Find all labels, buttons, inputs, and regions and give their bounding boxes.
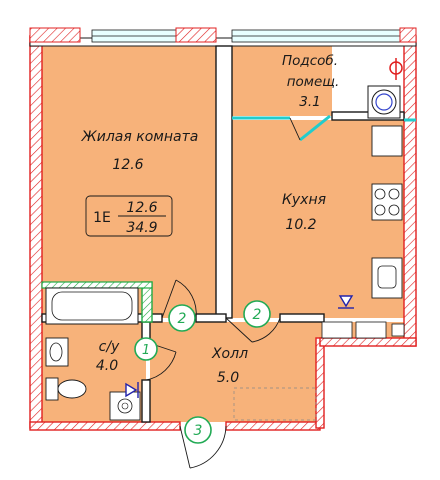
washing-machine <box>109 391 141 421</box>
kitchen-area-label: 10.2 <box>285 217 316 233</box>
apartment-type-code: 1E <box>93 210 111 226</box>
apartment-area-box: 1E 12.6 34.9 <box>85 195 173 237</box>
sink <box>45 337 69 367</box>
storage-name-line2: помещ. <box>287 74 340 90</box>
kitchen-fixtures <box>371 125 403 299</box>
door-marker-entrance: 3 <box>184 416 212 444</box>
door-marker-living: 2 <box>168 304 196 332</box>
living-room-area-label: 12.6 <box>112 157 143 173</box>
door-marker-kitchen: 2 <box>243 300 271 328</box>
apartment-total-area: 34.9 <box>126 220 157 236</box>
kitchen-name: Кухня <box>282 192 326 208</box>
storage-area-label: 3.1 <box>299 94 320 110</box>
hall-area <box>150 322 320 422</box>
bathroom-name: с/у <box>99 339 120 355</box>
door-marker-bath: 1 <box>134 337 158 361</box>
bathtub <box>45 287 139 325</box>
valve-icon-2 <box>125 382 139 398</box>
hall-name: Холл <box>211 346 248 362</box>
toilet <box>45 377 87 401</box>
top-wall <box>29 27 417 47</box>
living-room-name: Жилая комната <box>81 129 199 145</box>
door-marker-bath-label: 1 <box>142 343 150 358</box>
living-room-area <box>42 46 216 318</box>
door-marker-entrance-label: 3 <box>194 423 203 439</box>
room-fills <box>42 46 404 422</box>
hall-area-label: 5.0 <box>217 370 239 386</box>
valve-icon <box>338 295 354 309</box>
boiler <box>367 58 403 119</box>
door-marker-kitchen-label: 2 <box>253 307 262 323</box>
storage-room-area <box>232 46 332 116</box>
apartment-living-area: 12.6 <box>126 200 157 216</box>
bathroom-area-label: 4.0 <box>96 358 118 374</box>
storage-name-line1: Подсоб. <box>282 53 338 69</box>
door-marker-living-label: 2 <box>178 311 187 327</box>
exterior-walls <box>29 35 417 431</box>
